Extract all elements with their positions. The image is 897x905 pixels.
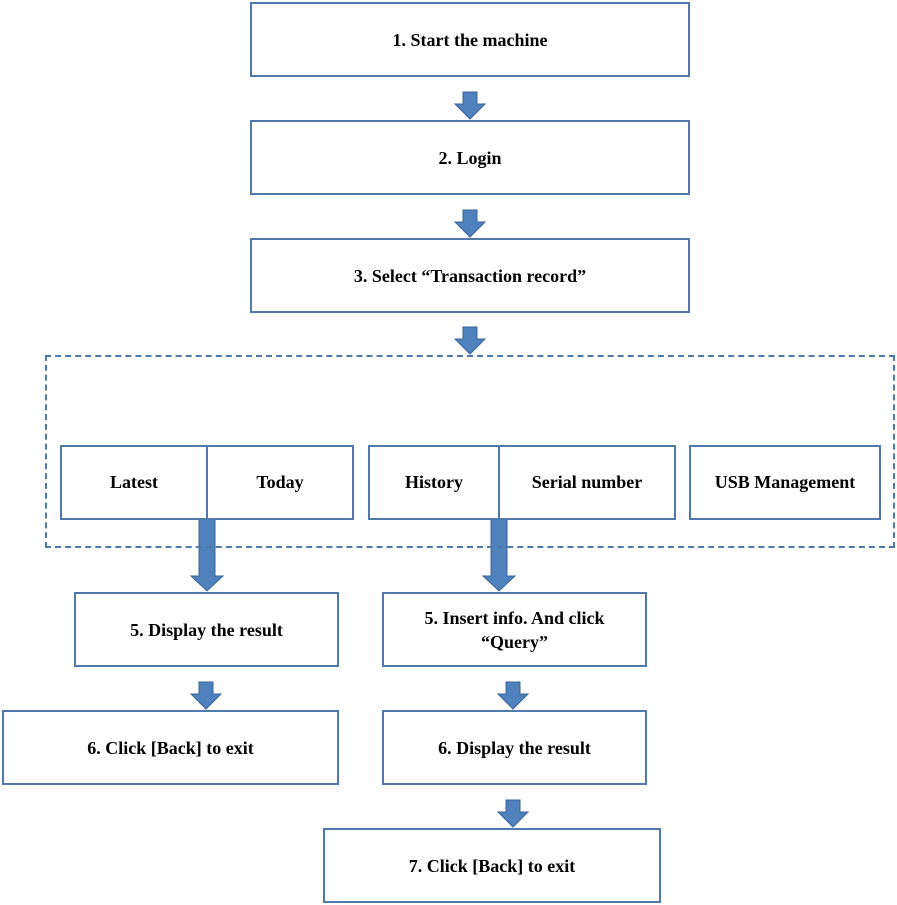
left-display-result: 5. Display the result (74, 592, 339, 667)
step-select-transaction-record: 3. Select “Transaction record” (250, 238, 690, 313)
history-serial-box (368, 445, 676, 520)
step-login: 2. Login (250, 120, 690, 195)
option-usb-management: USB Management (689, 445, 881, 520)
option-serial-label: Serial number (531, 472, 643, 492)
right-back-label: 7. Click [Back] to exit (408, 855, 576, 876)
option-latest: Latest (62, 447, 206, 518)
left-click-back: 6. Click [Back] to exit (2, 710, 339, 785)
history-serial-divider (498, 447, 500, 518)
option-serial-number: Serial number (500, 447, 674, 518)
right-insert-label: 5. Insert info. And click “Query” (424, 607, 605, 652)
step-start-machine: 1. Start the machine (250, 2, 690, 77)
arrow-history-serial-to-insert (481, 518, 517, 592)
option-usb-label: USB Management (714, 472, 856, 492)
option-today: Today (208, 447, 352, 518)
step-start-label: 1. Start the machine (392, 29, 548, 50)
arrow-start-to-login (453, 91, 487, 120)
arrow-login-to-select (453, 209, 487, 238)
option-history-label: History (405, 472, 463, 492)
left-back-label: 6. Click [Back] to exit (87, 737, 254, 758)
right-insert-query: 5. Insert info. And click “Query” (382, 592, 647, 667)
arrow-display-to-back-left (189, 681, 223, 710)
options-group (45, 355, 895, 548)
option-history: History (370, 447, 498, 518)
arrow-select-to-options (453, 326, 487, 355)
arrow-insert-to-display-right (496, 681, 530, 710)
arrow-display-to-back-right (496, 799, 530, 828)
step-login-label: 2. Login (438, 147, 502, 168)
option-latest-label: Latest (110, 472, 158, 492)
right-display-label: 6. Display the result (438, 737, 591, 758)
latest-today-divider (206, 447, 208, 518)
option-today-label: Today (256, 472, 304, 492)
right-click-back: 7. Click [Back] to exit (323, 828, 661, 903)
left-display-label: 5. Display the result (130, 619, 283, 640)
right-display-result: 6. Display the result (382, 710, 647, 785)
arrow-latest-today-to-display (189, 518, 225, 592)
step-select-label: 3. Select “Transaction record” (353, 265, 587, 286)
